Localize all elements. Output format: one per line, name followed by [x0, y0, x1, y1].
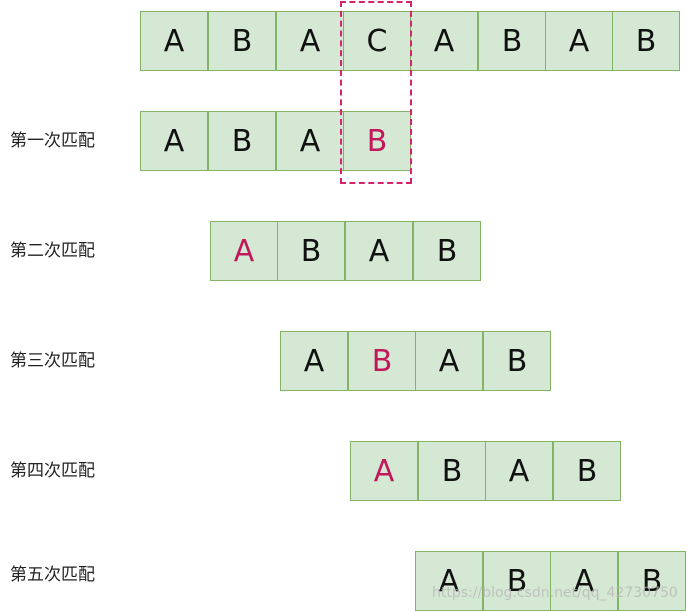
attempt-label: 第三次匹配 — [10, 351, 95, 371]
pattern-cell: B — [483, 331, 551, 391]
pattern-cell: A — [280, 331, 348, 391]
pattern-cell: B — [483, 551, 551, 611]
pattern-cell: A — [485, 441, 553, 501]
text-cell: A — [276, 11, 344, 71]
text-cell: B — [208, 11, 276, 71]
pattern-cell: B — [343, 111, 411, 171]
pattern-cell: A — [345, 221, 413, 281]
text-cell: A — [545, 11, 613, 71]
attempt-label: 第一次匹配 — [10, 131, 95, 151]
attempt-label: 第四次匹配 — [10, 461, 95, 481]
attempt-row-2: 第二次匹配 A B A B — [0, 221, 686, 283]
pattern-cell: A — [550, 551, 618, 611]
pattern-cell: B — [618, 551, 686, 611]
pattern-cell: B — [277, 221, 345, 281]
attempt-label: 第二次匹配 — [10, 241, 95, 261]
pattern-cell: B — [413, 221, 481, 281]
attempt-row-1: 第一次匹配 A B A B — [0, 111, 686, 173]
attempt-label: 第五次匹配 — [10, 565, 95, 585]
pattern-cell: B — [553, 441, 621, 501]
text-cell: C — [343, 11, 411, 71]
attempt-row-3: 第三次匹配 A B A B — [0, 331, 686, 393]
pattern-cell: A — [415, 331, 483, 391]
pattern-cell: A — [415, 551, 483, 611]
pattern-cell: A — [210, 221, 278, 281]
text-cell: A — [140, 11, 208, 71]
pattern-cell: A — [140, 111, 208, 171]
pattern-cell: A — [276, 111, 344, 171]
attempt-row-4: 第四次匹配 A B A B — [0, 441, 686, 503]
attempt-row-5: 第五次匹配 A B A B — [0, 551, 686, 613]
watermark: https://blog.csdn.net/qq_42730750 — [432, 585, 678, 601]
text-cell: A — [410, 11, 478, 71]
pattern-cell: B — [418, 441, 486, 501]
text-cell: B — [612, 11, 680, 71]
pattern-cell: B — [348, 331, 416, 391]
pattern-cell: B — [208, 111, 276, 171]
main-text-row: A B A C A B A B — [0, 11, 686, 73]
text-cell: B — [478, 11, 546, 71]
pattern-cell: A — [350, 441, 418, 501]
